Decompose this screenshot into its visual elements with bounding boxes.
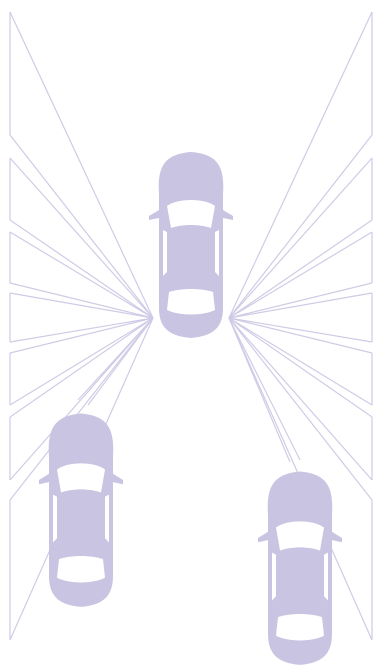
sensor-ray bbox=[9, 317, 154, 406]
sensor-ray bbox=[228, 317, 301, 461]
sensor-ray bbox=[9, 292, 154, 319]
ego-car bbox=[149, 152, 233, 338]
sensor-ray bbox=[228, 317, 373, 418]
sensor-ray bbox=[228, 317, 373, 354]
rear-left-car bbox=[39, 413, 123, 607]
sensor-ray bbox=[228, 317, 373, 501]
sensor-ray bbox=[9, 317, 154, 343]
sensor-ray bbox=[77, 317, 154, 401]
sensor-ray bbox=[228, 157, 373, 319]
sensor-ray bbox=[87, 317, 154, 406]
sensor-ray bbox=[228, 317, 291, 463]
sensor-ray bbox=[228, 134, 373, 319]
sensor-ray bbox=[9, 231, 154, 319]
sensor-rays bbox=[9, 11, 373, 641]
sensor-ray bbox=[9, 282, 154, 319]
sensor-ray bbox=[9, 317, 154, 501]
sensor-ray bbox=[228, 282, 373, 319]
sensor-ray bbox=[9, 157, 154, 319]
sensor-ray bbox=[228, 219, 373, 319]
sensor-ray bbox=[228, 317, 373, 343]
sensor-ray bbox=[9, 317, 154, 418]
sensor-ray bbox=[228, 231, 373, 319]
sensor-ray bbox=[228, 11, 373, 319]
sensor-ray bbox=[228, 317, 373, 406]
sensor-ray bbox=[9, 11, 154, 319]
sensor-ray bbox=[9, 219, 154, 319]
rear-right-car bbox=[258, 471, 342, 665]
sensor-ray bbox=[9, 317, 154, 354]
sensor-ray bbox=[228, 317, 373, 481]
sensor-ray bbox=[9, 317, 154, 481]
sensor-ray bbox=[9, 134, 154, 319]
sensor-ray bbox=[228, 292, 373, 319]
